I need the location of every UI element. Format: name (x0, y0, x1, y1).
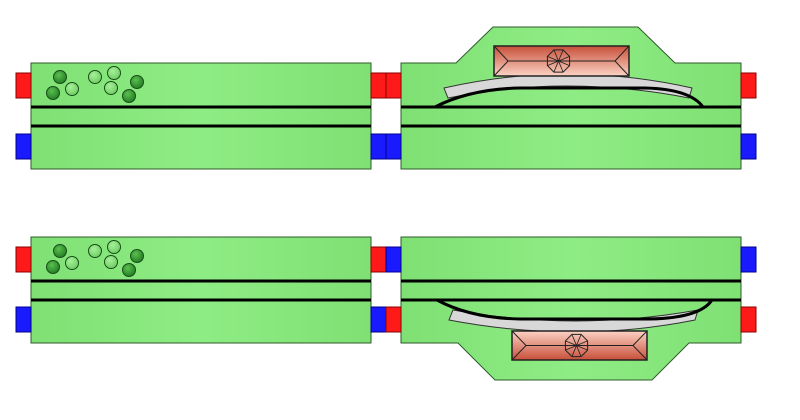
tree-icon (88, 244, 102, 258)
turntable-spoke (547, 56, 570, 66)
tree-icon (53, 244, 67, 258)
connector-red (15, 246, 32, 273)
roof-ridge (511, 345, 648, 361)
tree-icon (122, 89, 136, 103)
connector-blue (370, 306, 387, 333)
tree-icon (107, 240, 121, 254)
tree-icon (53, 70, 67, 84)
connector-red (370, 246, 387, 273)
tree-icon (46, 86, 60, 100)
connector-blue (740, 246, 757, 273)
module-top-station (400, 26, 742, 170)
baseboard (400, 26, 742, 170)
tree-icon (107, 66, 121, 80)
connector-red (740, 72, 757, 99)
baseboard (30, 62, 372, 170)
siding-track (434, 86, 705, 109)
connector-red (740, 306, 757, 333)
baseboard (30, 236, 372, 344)
tree-icon (104, 255, 118, 269)
connector-red (385, 306, 402, 333)
module-bottom-station (400, 236, 742, 381)
roof-ridge (493, 60, 630, 77)
turntable-outline (564, 333, 589, 358)
turntable-outline (546, 49, 571, 73)
modules-layer (15, 26, 757, 381)
tree-icon (130, 249, 144, 263)
connector-blue (385, 133, 402, 160)
connector-blue (15, 306, 32, 333)
turntable-spoke (565, 340, 588, 351)
tree-icon (46, 260, 60, 274)
siding-track (436, 298, 714, 321)
tree-icon (104, 81, 118, 95)
station-building (511, 330, 648, 361)
tree-icon (65, 256, 79, 270)
turntable-icon (546, 49, 571, 73)
connector-blue (15, 133, 32, 160)
module-top-plain (30, 62, 372, 170)
connector-blue (370, 133, 387, 160)
tree-icon (122, 263, 136, 277)
tree-icon (65, 82, 79, 96)
station-building (493, 45, 630, 77)
tree-icon (88, 70, 102, 84)
turntable-icon (564, 333, 589, 358)
connector-blue (385, 246, 402, 273)
connector-red (385, 72, 402, 99)
connector-blue (740, 133, 757, 160)
connector-red (370, 72, 387, 99)
connector-red (15, 72, 32, 99)
module-bottom-plain (30, 236, 372, 344)
tree-icon (130, 75, 144, 89)
